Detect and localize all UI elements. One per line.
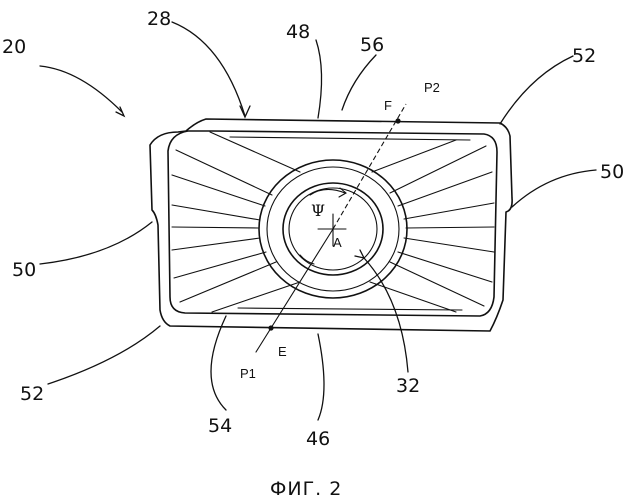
- label-50-left: 50: [12, 259, 36, 281]
- leader-lines: [40, 22, 596, 420]
- label-54: 54: [208, 415, 232, 437]
- angle-arc-upper: [310, 189, 345, 195]
- label-48: 48: [286, 21, 310, 43]
- label-psi: Ψ: [311, 201, 325, 220]
- label-46: 46: [306, 428, 330, 450]
- label-a: A: [333, 235, 342, 250]
- label-52-top: 52: [572, 45, 596, 67]
- label-52-bottom: 52: [20, 383, 44, 405]
- chip-groove-boundary: [230, 137, 470, 310]
- point-f: [395, 118, 400, 123]
- label-p2: P2: [424, 80, 440, 95]
- label-p1: P1: [240, 366, 256, 381]
- insert-outer-outline: [150, 119, 512, 331]
- label-28: 28: [147, 8, 171, 30]
- label-50-right: 50: [600, 161, 624, 183]
- figure-caption: ФИГ. 2: [270, 478, 342, 500]
- label-32: 32: [396, 375, 420, 397]
- axis-line-upper: [333, 104, 406, 229]
- label-e: E: [278, 344, 287, 359]
- label-56: 56: [360, 34, 384, 56]
- label-f: F: [384, 98, 392, 113]
- point-e: [268, 325, 273, 330]
- label-20: 20: [2, 36, 26, 58]
